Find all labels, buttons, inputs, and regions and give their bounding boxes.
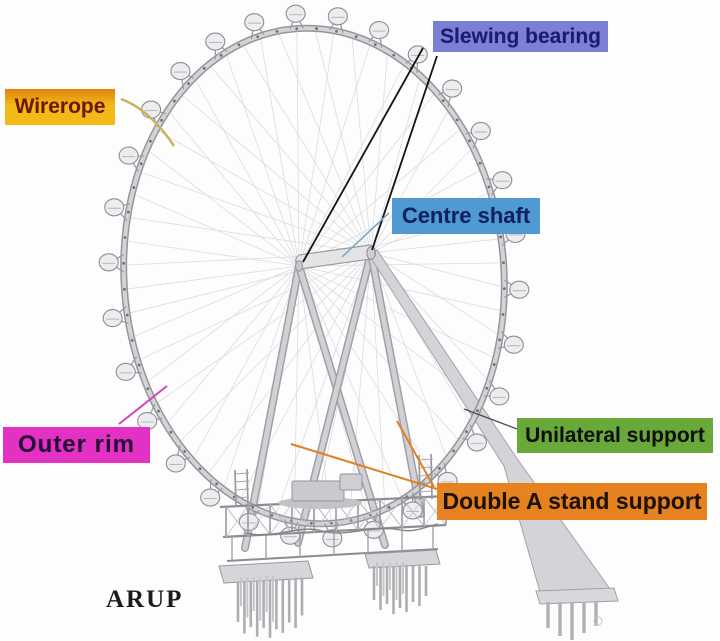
label-outer-rim: Outer rim: [3, 427, 150, 463]
label-wirerope: Wirerope: [5, 89, 115, 125]
arup-logo: ARUP: [106, 586, 184, 613]
label-unilateral-support: Unilateral support: [517, 418, 713, 453]
label-double-a-stand-support: Double A stand support: [437, 483, 707, 520]
label-centre-shaft: Centre shaft: [392, 198, 540, 234]
label-slewing-bearing: Slewing bearing: [433, 21, 608, 52]
